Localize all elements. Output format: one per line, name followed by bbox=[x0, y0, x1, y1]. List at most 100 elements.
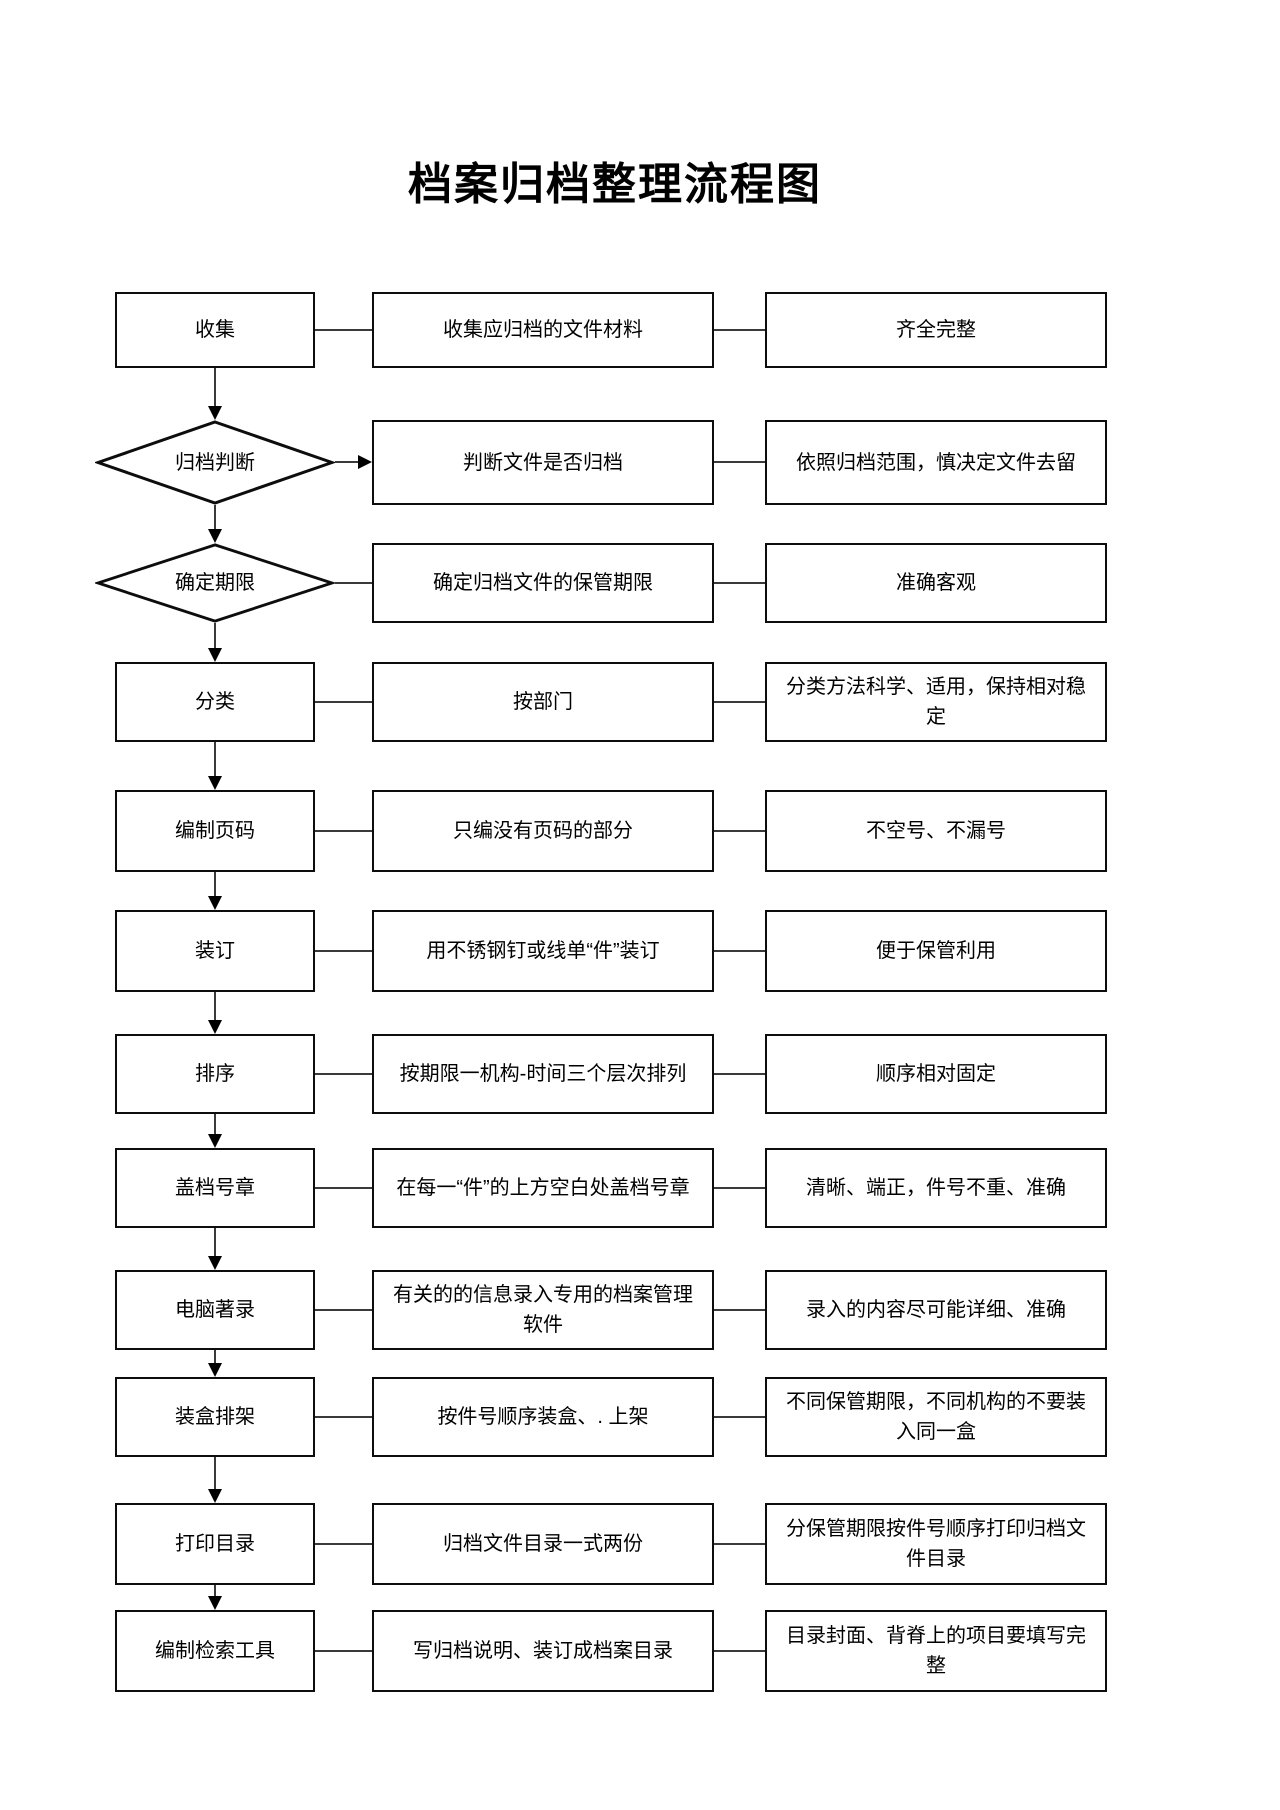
requirement-label: 依照归档范围，慎决定文件去留 bbox=[796, 451, 1076, 474]
connector-step-method-6 bbox=[315, 950, 372, 952]
arrowhead-down-icon bbox=[208, 406, 222, 420]
method-label: 判断文件是否归档 bbox=[463, 451, 623, 474]
connector-down-8 bbox=[214, 1228, 216, 1256]
arrowhead-down-icon bbox=[208, 1020, 222, 1034]
requirement-node-8: 清晰、端正，件号不重、准确 bbox=[765, 1148, 1107, 1228]
step-label: 装订 bbox=[195, 940, 235, 962]
connector-method-requirement-2 bbox=[714, 461, 765, 463]
method-label: 在每一“件”的上方空白处盖档号章 bbox=[396, 1177, 690, 1199]
connector-down-3 bbox=[214, 623, 216, 648]
method-node-10: 按件号顺序装盒、. 上架 bbox=[372, 1377, 714, 1457]
requirement-node-9: 录入的内容尽可能详细、准确 bbox=[765, 1270, 1107, 1350]
connector-method-requirement-5 bbox=[714, 830, 765, 832]
requirement-label: 顺序相对固定 bbox=[876, 1063, 996, 1085]
connector-method-requirement-11 bbox=[714, 1543, 765, 1545]
requirement-node-6: 便于保管利用 bbox=[765, 910, 1107, 992]
step-node-print-catalog: 打印目录 bbox=[115, 1503, 315, 1585]
step-label: 归档判断 bbox=[175, 451, 255, 474]
connector-down-10 bbox=[214, 1457, 216, 1489]
requirement-label: 不同保管期限，不同机构的不要装入同一盒 bbox=[786, 1391, 1086, 1443]
connector-down-7 bbox=[214, 1114, 216, 1134]
connector-down-4 bbox=[214, 742, 216, 776]
arrowhead-down-icon bbox=[208, 1596, 222, 1610]
method-label: 用不锈钢钉或线单“件”装订 bbox=[426, 940, 660, 962]
step-node-boxing: 装盒排架 bbox=[115, 1377, 315, 1457]
connector-step-method-3 bbox=[335, 582, 372, 584]
method-node-6: 用不锈钢钉或线单“件”装订 bbox=[372, 910, 714, 992]
connector-method-requirement-1 bbox=[714, 329, 765, 331]
step-node-paginate: 编制页码 bbox=[115, 790, 315, 872]
step-node-computer-entry: 电脑著录 bbox=[115, 1270, 315, 1350]
arrowhead-down-icon bbox=[208, 648, 222, 662]
diamond-shape bbox=[95, 543, 335, 623]
requirement-label: 准确客观 bbox=[896, 572, 976, 594]
requirement-node-4: 分类方法科学、适用，保持相对稳定 bbox=[765, 662, 1107, 742]
arrowhead-down-icon bbox=[208, 776, 222, 790]
step-label: 排序 bbox=[195, 1063, 235, 1085]
method-node-4: 按部门 bbox=[372, 662, 714, 742]
step-label: 打印目录 bbox=[175, 1533, 255, 1555]
requirement-label: 录入的内容尽可能详细、准确 bbox=[806, 1299, 1066, 1321]
step-label: 装盒排架 bbox=[175, 1406, 255, 1428]
method-node-5: 只编没有页码的部分 bbox=[372, 790, 714, 872]
requirement-label: 分类方法科学、适用，保持相对稳定 bbox=[786, 676, 1086, 728]
method-label: 只编没有页码的部分 bbox=[453, 820, 633, 842]
requirement-node-2: 依照归档范围，慎决定文件去留 bbox=[765, 420, 1107, 505]
arrowhead-down-icon bbox=[208, 896, 222, 910]
connector-down-11 bbox=[214, 1585, 216, 1596]
arrowhead-down-icon bbox=[208, 1134, 222, 1148]
step-node-classify: 分类 bbox=[115, 662, 315, 742]
method-node-2: 判断文件是否归档 bbox=[372, 420, 714, 505]
connector-step-method-2 bbox=[335, 461, 358, 463]
step-label: 分类 bbox=[195, 691, 235, 713]
step-node-archive-judgment: 归档判断 bbox=[95, 420, 335, 505]
connector-down-2 bbox=[214, 505, 216, 529]
connector-step-method-12 bbox=[315, 1650, 372, 1652]
arrowhead-down-icon bbox=[208, 1489, 222, 1503]
method-label: 收集应归档的文件材料 bbox=[443, 319, 643, 341]
connector-method-requirement-10 bbox=[714, 1416, 765, 1418]
step-label: 编制页码 bbox=[175, 820, 255, 842]
method-node-11: 归档文件目录一式两份 bbox=[372, 1503, 714, 1585]
requirement-label: 目录封面、背脊上的项目要填写完整 bbox=[786, 1625, 1086, 1677]
step-label: 编制检索工具 bbox=[155, 1640, 275, 1662]
step-node-set-retention: 确定期限 bbox=[95, 543, 335, 623]
connector-down-9 bbox=[214, 1350, 216, 1363]
requirement-label: 不空号、不漏号 bbox=[866, 820, 1006, 842]
requirement-label: 清晰、端正，件号不重、准确 bbox=[806, 1177, 1066, 1199]
method-label: 归档文件目录一式两份 bbox=[443, 1533, 643, 1555]
step-node-collect: 收集 bbox=[115, 292, 315, 368]
method-node-9: 有关的的信息录入专用的档案管理软件 bbox=[372, 1270, 714, 1350]
connector-method-requirement-9 bbox=[714, 1309, 765, 1311]
connector-step-method-4 bbox=[315, 701, 372, 703]
method-label: 按部门 bbox=[513, 691, 573, 713]
connector-method-requirement-4 bbox=[714, 701, 765, 703]
connector-method-requirement-8 bbox=[714, 1187, 765, 1189]
step-node-sort: 排序 bbox=[115, 1034, 315, 1114]
requirement-node-3: 准确客观 bbox=[765, 543, 1107, 623]
step-node-indexing-tools: 编制检索工具 bbox=[115, 1610, 315, 1692]
connector-method-requirement-7 bbox=[714, 1073, 765, 1075]
step-label: 电脑著录 bbox=[175, 1299, 255, 1321]
diamond-shape bbox=[95, 420, 335, 505]
requirement-label: 齐全完整 bbox=[896, 319, 976, 341]
method-node-1: 收集应归档的文件材料 bbox=[372, 292, 714, 368]
step-label: 盖档号章 bbox=[175, 1177, 255, 1199]
method-label: 有关的的信息录入专用的档案管理软件 bbox=[393, 1284, 693, 1336]
method-label: 确定归档文件的保管期限 bbox=[433, 572, 653, 594]
requirement-node-5: 不空号、不漏号 bbox=[765, 790, 1107, 872]
requirement-node-7: 顺序相对固定 bbox=[765, 1034, 1107, 1114]
connector-step-method-5 bbox=[315, 830, 372, 832]
method-node-3: 确定归档文件的保管期限 bbox=[372, 543, 714, 623]
step-label: 收集 bbox=[195, 319, 235, 341]
connector-down-5 bbox=[214, 872, 216, 896]
method-node-8: 在每一“件”的上方空白处盖档号章 bbox=[372, 1148, 714, 1228]
page-title: 档案归档整理流程图 bbox=[408, 160, 822, 209]
requirement-label: 分保管期限按件号顺序打印归档文件目录 bbox=[786, 1518, 1086, 1570]
step-node-stamp: 盖档号章 bbox=[115, 1148, 315, 1228]
arrowhead-right-icon bbox=[358, 455, 372, 469]
connector-method-requirement-3 bbox=[714, 582, 765, 584]
connector-step-method-10 bbox=[315, 1416, 372, 1418]
arrowhead-down-icon bbox=[208, 529, 222, 543]
